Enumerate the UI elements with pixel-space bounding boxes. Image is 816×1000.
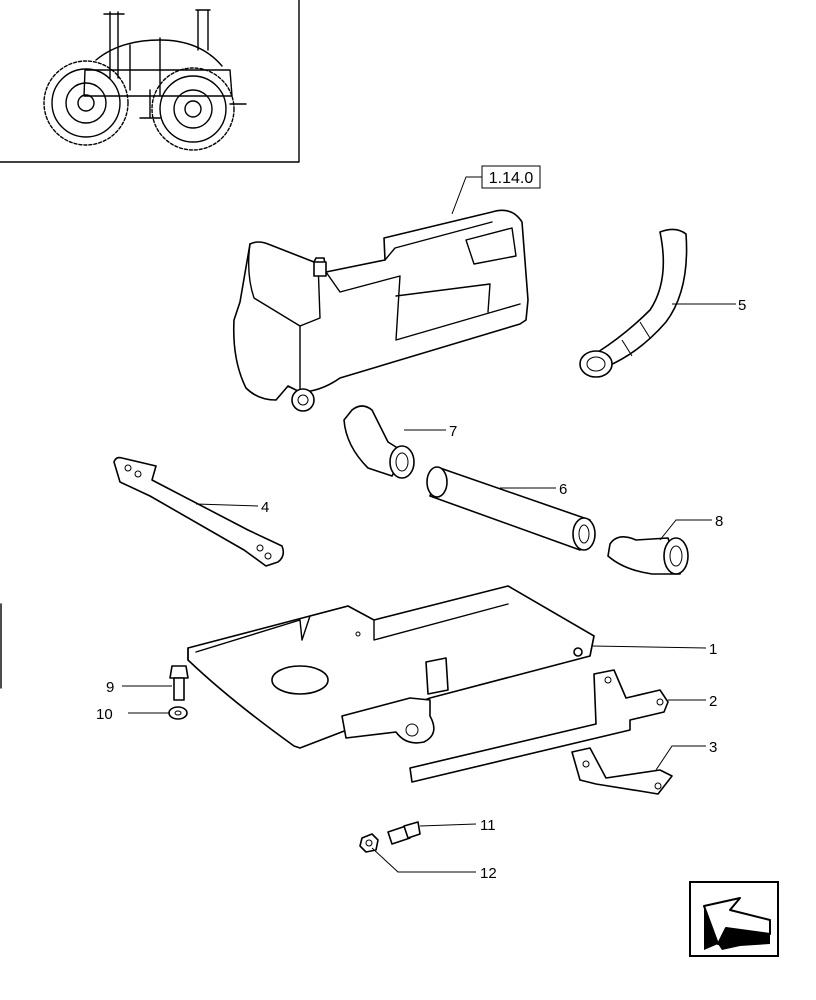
elbow-hose [343,405,415,479]
bolt-9 [169,665,189,701]
leader-3 [655,745,706,771]
callout-8: 8 [715,513,723,530]
arrow-back-icon [703,897,771,950]
filler-hose [579,228,688,378]
callout-6: 6 [559,481,567,498]
small-bracket [571,747,673,795]
callouts: 5 7 6 8 4 1 2 3 9 10 11 12 [96,297,746,882]
leader-1 [591,645,707,649]
tractor-thumbnail [0,0,300,163]
fuel-tank [232,209,529,412]
callout-5: 5 [738,297,746,314]
callout-3: 3 [709,739,717,756]
bolt-11 [387,821,421,845]
callout-10: 10 [96,706,113,723]
tractor-icon [43,9,247,151]
bracket [409,669,669,783]
callout-7: 7 [449,423,457,440]
reference-box [481,165,541,189]
washer-10 [168,706,188,720]
leader-11 [419,823,477,827]
tank-strap [113,456,285,567]
navigation-arrow-button[interactable] [689,881,779,957]
callout-4: 4 [261,499,269,516]
leader-4 [195,503,259,507]
support-plate [187,585,595,749]
leader-lines [122,303,736,873]
callout-1: 1 [709,641,717,658]
callout-2: 2 [709,693,717,710]
reference-leader [451,165,541,215]
callout-12: 12 [480,865,497,882]
leader-12 [371,847,476,873]
straight-pipe [426,466,596,551]
leader-8 [659,519,712,541]
callout-9: 9 [106,679,114,696]
elbow-hose-lower [607,536,689,575]
callout-11: 11 [480,817,496,834]
nut-12 [359,833,379,853]
reference-label: 1.14.0 [489,170,534,187]
